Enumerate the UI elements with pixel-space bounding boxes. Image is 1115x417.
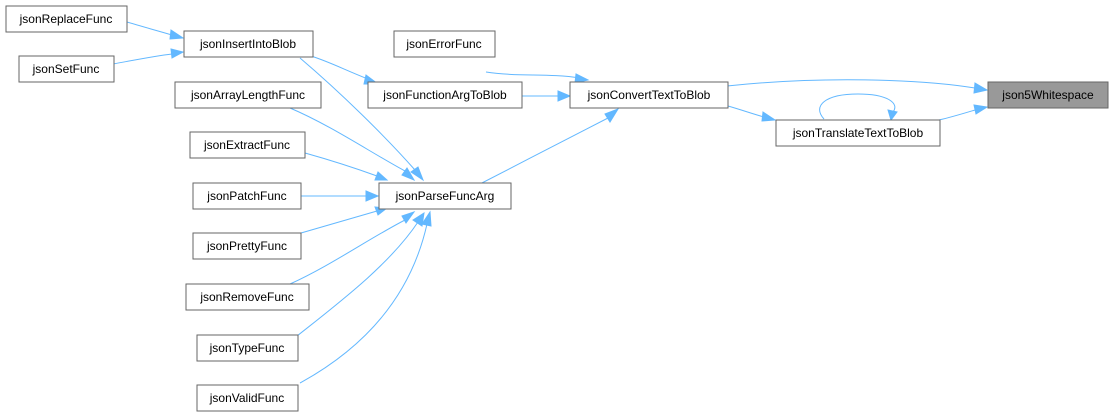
edge-jsonFunctionArgToBlob-to-jsonConvertTextToBlob bbox=[522, 90, 572, 102]
node-jsonSetFunc[interactable]: jsonSetFunc bbox=[18, 55, 115, 83]
node-jsonTypeFunc[interactable]: jsonTypeFunc bbox=[196, 334, 299, 362]
node-label: jsonSetFunc bbox=[32, 62, 100, 76]
node-jsonFunctionArgToBlob[interactable]: jsonFunctionArgToBlob bbox=[367, 81, 523, 109]
node-jsonReplaceFunc[interactable]: jsonReplaceFunc bbox=[5, 5, 128, 33]
node-label: jsonErrorFunc bbox=[405, 37, 481, 51]
edge-jsonInsertIntoBlob-to-jsonParseFuncArg bbox=[299, 57, 425, 182]
node-label: jsonPrettyFunc bbox=[206, 239, 287, 253]
node-jsonConvertTextToBlob[interactable]: jsonConvertTextToBlob bbox=[569, 81, 729, 109]
node-jsonInsertIntoBlob[interactable]: jsonInsertIntoBlob bbox=[183, 30, 314, 58]
node-label: jsonFunctionArgToBlob bbox=[382, 88, 507, 102]
node-label: jsonParseFuncArg bbox=[395, 189, 495, 203]
edge-jsonPatchFunc-to-jsonParseFuncArg bbox=[301, 190, 380, 202]
node-jsonValidFunc[interactable]: jsonValidFunc bbox=[196, 384, 299, 412]
node-json5Whitespace[interactable]: json5Whitespace bbox=[987, 81, 1109, 109]
edge-jsonConvertTextToBlob-to-json5Whitespace bbox=[726, 79, 989, 94]
node-jsonPrettyFunc[interactable]: jsonPrettyFunc bbox=[192, 232, 302, 260]
node-jsonPatchFunc[interactable]: jsonPatchFunc bbox=[192, 182, 302, 210]
edge-jsonPrettyFunc-to-jsonParseFuncArg bbox=[300, 206, 389, 234]
node-label: json5Whitespace bbox=[1001, 88, 1094, 102]
node-label: jsonReplaceFunc bbox=[19, 12, 113, 26]
node-label: jsonArrayLengthFunc bbox=[190, 88, 305, 102]
edge-jsonValidFunc-to-jsonParseFuncArg bbox=[299, 210, 432, 384]
node-label: jsonExtractFunc bbox=[203, 138, 290, 152]
edge-jsonSetFunc-to-jsonInsertIntoBlob bbox=[112, 48, 185, 65]
edge-jsonTranslateTextToBlob-self-loop bbox=[819, 93, 898, 122]
edge-jsonArrayLengthFunc-to-jsonParseFuncArg bbox=[289, 107, 416, 182]
node-label: jsonRemoveFunc bbox=[199, 290, 293, 304]
node-jsonParseFuncArg[interactable]: jsonParseFuncArg bbox=[378, 182, 512, 210]
node-label: jsonInsertIntoBlob bbox=[199, 37, 296, 51]
node-label: jsonTypeFunc bbox=[209, 341, 285, 355]
node-label: jsonTranslateTextToBlob bbox=[792, 126, 924, 140]
node-label: jsonPatchFunc bbox=[206, 189, 286, 203]
node-label: jsonValidFunc bbox=[209, 391, 284, 405]
edge-jsonTranslateTextToBlob-to-json5Whitespace bbox=[938, 104, 989, 121]
edge-jsonReplaceFunc-to-jsonInsertIntoBlob bbox=[126, 21, 185, 40]
node-label: jsonConvertTextToBlob bbox=[587, 88, 711, 102]
edge-jsonExtractFunc-to-jsonParseFuncArg bbox=[304, 152, 389, 181]
node-jsonExtractFunc[interactable]: jsonExtractFunc bbox=[189, 131, 306, 159]
edge-jsonConvertTextToBlob-to-jsonTranslateTextToBlob bbox=[727, 105, 777, 122]
node-jsonRemoveFunc[interactable]: jsonRemoveFunc bbox=[185, 283, 310, 311]
edge-jsonRemoveFunc-to-jsonParseFuncArg bbox=[289, 211, 416, 285]
edge-jsonInsertIntoBlob-to-jsonFunctionArgToBlob bbox=[310, 55, 380, 85]
node-jsonArrayLengthFunc[interactable]: jsonArrayLengthFunc bbox=[174, 81, 322, 109]
edge-jsonTypeFunc-to-jsonParseFuncArg bbox=[296, 211, 425, 337]
node-jsonErrorFunc[interactable]: jsonErrorFunc bbox=[393, 30, 496, 58]
edge-jsonParseFuncArg-to-jsonConvertTextToBlob bbox=[477, 108, 620, 186]
node-jsonTranslateTextToBlob[interactable]: jsonTranslateTextToBlob bbox=[775, 119, 941, 147]
edge-jsonErrorFunc-to-jsonConvertTextToBlob bbox=[485, 71, 590, 84]
